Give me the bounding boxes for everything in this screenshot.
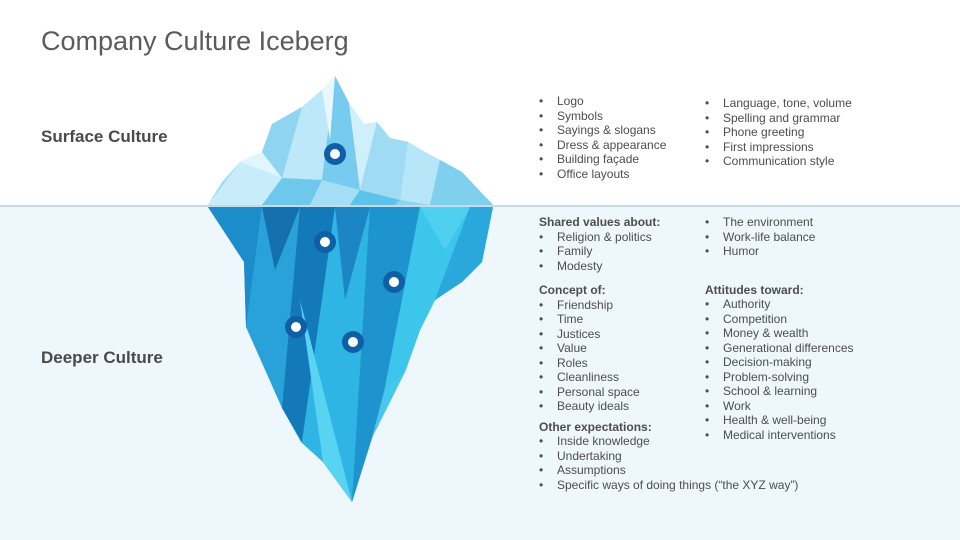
water-line (0, 205, 960, 207)
list-item: School & learning (705, 384, 854, 399)
list-item: Phone greeting (705, 125, 852, 140)
list-item: Dress & appearance (539, 138, 666, 153)
list-item: Personal space (539, 385, 798, 400)
list-item: Spelling and grammar (705, 111, 852, 126)
list-item: Inside knowledge (539, 434, 798, 449)
list-item: Logo (539, 94, 666, 109)
shared-values-heading: Shared values about: (539, 215, 661, 229)
concept-heading: Concept of: (539, 283, 606, 297)
attitudes-heading: Attitudes toward: (705, 282, 804, 297)
iceberg-tip (208, 76, 493, 205)
list-item: Symbols (539, 109, 666, 124)
page-title: Company Culture Iceberg (41, 26, 349, 56)
surface-list-left: Logo Symbols Sayings & slogans Dress & a… (539, 94, 666, 181)
marker-4 (342, 331, 364, 353)
list-item: Work-life balance (705, 230, 854, 245)
list-item: Humor (705, 244, 854, 259)
list-item: Office layouts (539, 167, 666, 182)
list-item: Family (539, 244, 798, 259)
other-expectations-heading: Other expectations: (539, 419, 652, 434)
list-item: Authority (705, 297, 854, 312)
list-item: Competition (705, 312, 854, 327)
list-item: Money & wealth (705, 326, 854, 341)
list-item: Cleanliness (539, 370, 798, 385)
marker-1 (314, 231, 336, 253)
list-item: First impressions (705, 140, 852, 155)
list-item: Decision-making (705, 355, 854, 370)
list-item: Communication style (705, 154, 852, 169)
surface-culture-label: Surface Culture (41, 127, 168, 146)
marker-surface (324, 143, 346, 165)
list-item: Health & well-being (705, 413, 854, 428)
list-item: Medical interventions (705, 428, 854, 443)
list-item: Specific ways of doing things (“the XYZ … (539, 478, 798, 493)
list-item: Friendship (539, 298, 798, 313)
deeper-culture-label: Deeper Culture (41, 348, 163, 367)
list-item: Problem-solving (705, 370, 854, 385)
list-item: Time (539, 312, 798, 327)
list-item: Modesty (539, 259, 798, 274)
list-item: Beauty ideals (539, 399, 798, 414)
surface-list-right: Language, tone, volume Spelling and gram… (705, 96, 852, 169)
iceberg-underwater (208, 207, 493, 502)
list-item: Value (539, 341, 798, 356)
deeper-list-right: The environment Work-life balance Humor … (705, 215, 854, 442)
list-item: The environment (705, 215, 854, 230)
list-item: Roles (539, 356, 798, 371)
list-item: Assumptions (539, 463, 798, 478)
list-item: Justices (539, 327, 798, 342)
list-item: Religion & politics (539, 230, 798, 245)
list-item: Generational differences (705, 341, 854, 356)
marker-3 (285, 316, 307, 338)
list-item: Undertaking (539, 449, 798, 464)
list-item: Work (705, 399, 854, 414)
deeper-list-left: Shared values about: Religion & politics… (539, 215, 798, 492)
list-item: Sayings & slogans (539, 123, 666, 138)
marker-2 (383, 271, 405, 293)
list-item: Building façade (539, 152, 666, 167)
list-item: Language, tone, volume (705, 96, 852, 111)
